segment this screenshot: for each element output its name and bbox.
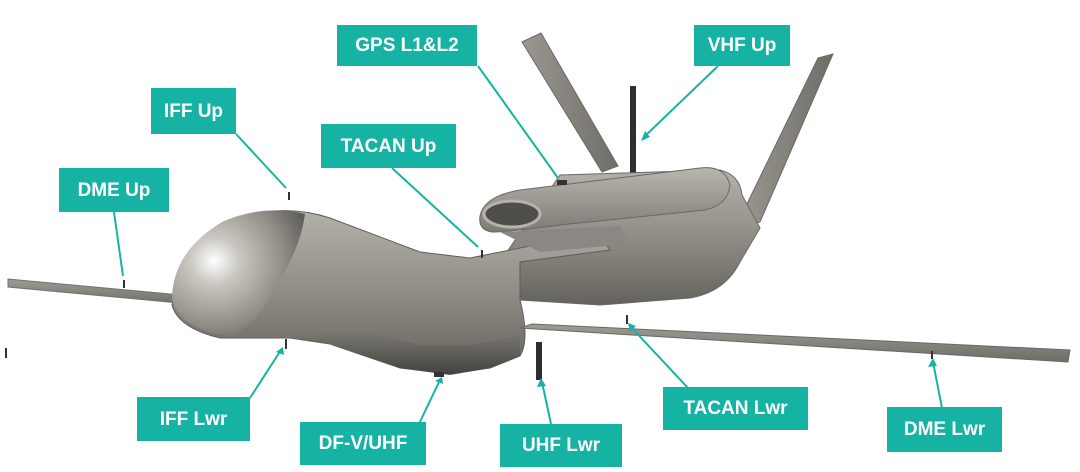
leader-tacan-lwr <box>629 325 689 389</box>
left-tail-fin <box>521 32 619 173</box>
leader-dme-up <box>113 211 124 277</box>
leader-iff-lwr <box>249 349 282 399</box>
gps-stub <box>557 180 567 185</box>
label-gps-l1-l2: GPS L1&L2 <box>337 25 477 66</box>
arrow-dme-lwr <box>928 358 937 367</box>
arrow-vhf-up <box>641 131 650 141</box>
label-df-vuhf: DF-V/UHF <box>300 422 426 465</box>
arrow-iff-lwr <box>276 347 284 355</box>
tacan-lwr-stub <box>626 315 628 324</box>
leader-gps <box>477 65 559 179</box>
belly <box>290 330 520 375</box>
dme-lwr-stub <box>931 351 933 359</box>
leader-uhf-lwr <box>541 381 552 425</box>
iff-up-stub <box>288 192 290 200</box>
engine-pylon <box>500 226 630 252</box>
label-tacan-up: TACAN Up <box>321 124 456 168</box>
engine-intake <box>484 201 540 227</box>
right-tail-fin <box>737 53 834 229</box>
label-iff-lwr: IFF Lwr <box>137 397 250 441</box>
edge-mark <box>5 348 7 358</box>
arrow-df-vuhf <box>435 377 443 384</box>
vhf-antenna-mast <box>630 86 636 178</box>
antenna-stubs <box>5 180 933 377</box>
leader-tacan-up <box>391 167 479 248</box>
uhf-antenna-mast <box>536 342 542 380</box>
leader-vhf-up <box>643 65 719 138</box>
nose <box>172 210 305 336</box>
engine-intake-rim <box>482 199 542 229</box>
tacan-up-stub <box>481 250 483 258</box>
leader-iff-up <box>235 133 287 189</box>
df-vuhf-stub <box>434 372 444 377</box>
leader-dme-lwr <box>932 361 943 409</box>
engine-nacelle <box>479 167 731 233</box>
iff-lwr-stub <box>285 339 287 349</box>
leader-lines <box>113 65 943 429</box>
label-vhf-up: VHF Up <box>694 25 790 66</box>
label-tacan-lwr: TACAN Lwr <box>663 387 808 430</box>
label-uhf-lwr: UHF Lwr <box>500 424 622 467</box>
arrow-tacan-lwr <box>628 323 636 332</box>
label-iff-up: IFF Up <box>151 88 236 134</box>
leader-arrowheads <box>276 131 937 387</box>
right-wing <box>519 323 1071 363</box>
label-dme-up: DME Up <box>59 168 169 212</box>
leader-df-vuhf <box>416 379 441 429</box>
arrow-uhf-lwr <box>537 378 546 387</box>
label-dme-lwr: DME Lwr <box>887 407 1002 452</box>
dme-up-stub <box>123 280 125 288</box>
